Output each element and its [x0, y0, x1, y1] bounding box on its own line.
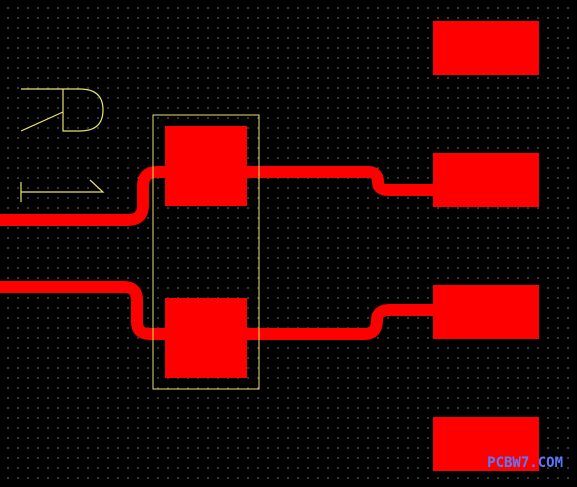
pad-connector-1[interactable] — [433, 21, 539, 75]
pad-r1-2[interactable] — [165, 298, 247, 378]
designator-glyph-1 — [20, 179, 105, 202]
pad-connector-2[interactable] — [433, 153, 539, 207]
designator-glyph-r — [20, 88, 104, 132]
pad-connector-3[interactable] — [433, 285, 539, 339]
component-outline-r1[interactable] — [152, 114, 260, 390]
pad-r1-1[interactable] — [165, 126, 247, 206]
designator-r1[interactable] — [20, 88, 105, 202]
pad-connector-4[interactable] — [433, 417, 539, 471]
